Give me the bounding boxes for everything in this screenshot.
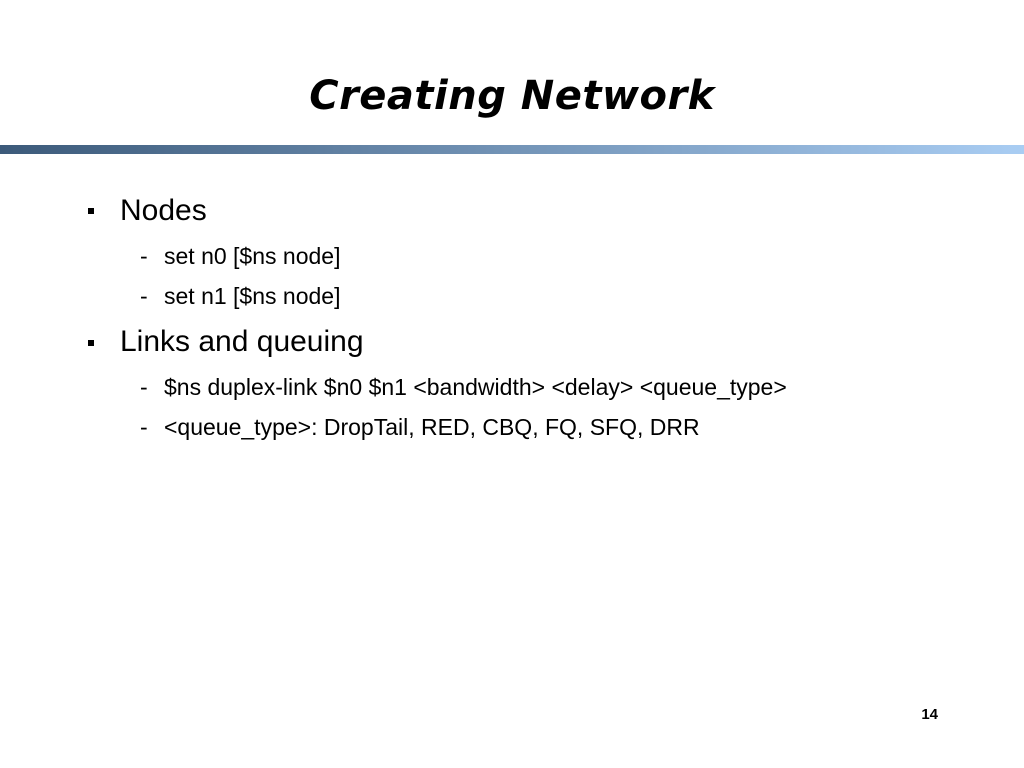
dash-marker: - xyxy=(140,243,148,269)
bullet-text: Links and queuing xyxy=(120,325,364,358)
sub-bullet-text: <queue_type>: DropTail, RED, CBQ, FQ, SF… xyxy=(164,414,700,440)
title-divider xyxy=(0,145,1024,154)
sub-bullet-text: $ns duplex-link $n0 $n1 <bandwidth> <del… xyxy=(164,374,787,400)
dash-marker: - xyxy=(140,414,148,440)
slide-title: Creating Network xyxy=(309,73,715,119)
sub-bullet-text: set n1 [$ns node] xyxy=(164,283,341,309)
dash-marker: - xyxy=(140,374,148,400)
page-number: 14 xyxy=(921,706,938,723)
square-bullet-icon xyxy=(88,204,100,216)
sub-bullet-text: set n0 [$ns node] xyxy=(164,243,341,269)
bullet-text: Nodes xyxy=(120,194,207,227)
dash-marker: - xyxy=(140,283,148,309)
square-bullet-icon xyxy=(88,336,100,348)
